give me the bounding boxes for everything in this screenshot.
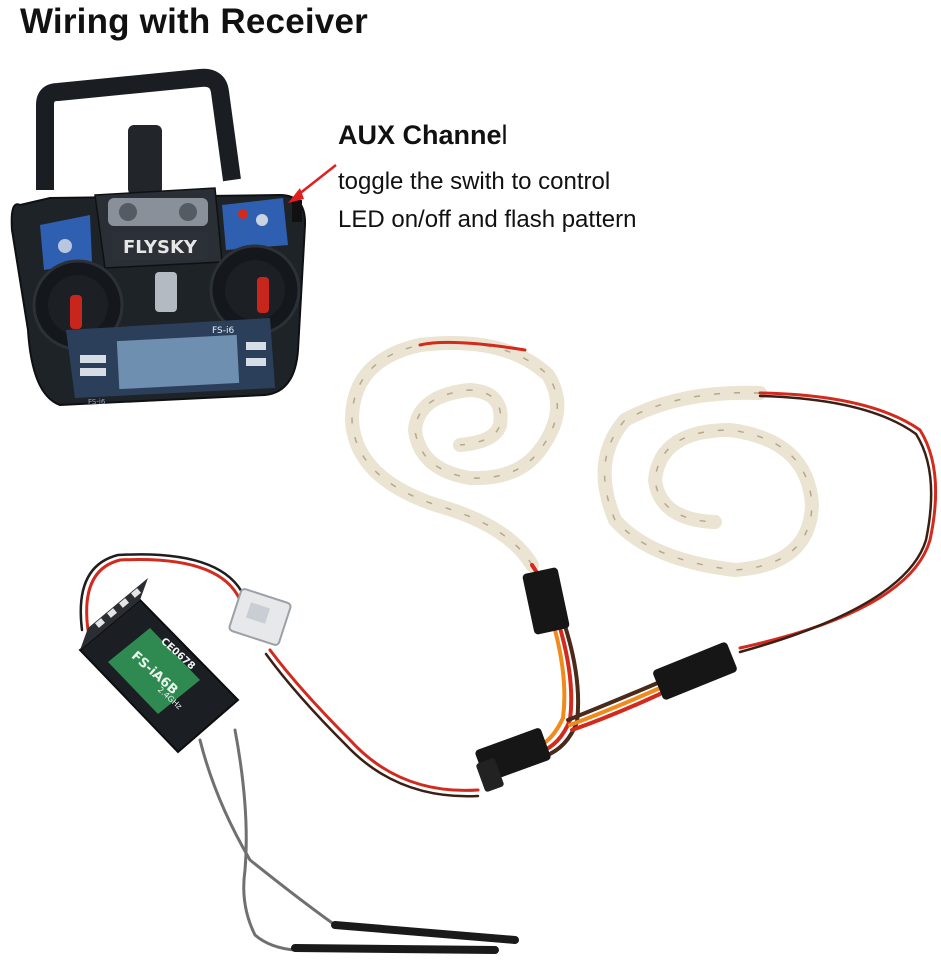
page-title: Wiring with Receiver	[20, 2, 368, 41]
servo-connectors	[475, 567, 737, 792]
aux-channel-heading: AUX Channel	[338, 120, 636, 151]
aux-heading-bold: AUX Channe	[338, 120, 502, 150]
transmitter: FLYSKY FS-i6 FS-i6	[10, 68, 307, 407]
transmitter-serial: FS-i6	[88, 398, 106, 406]
wires	[79, 340, 938, 954]
aux-desc-line-1: toggle the swith to control	[338, 168, 611, 195]
receiver: FS-iA6B 2.4GHz CE0678	[78, 578, 240, 754]
led-controller-board	[228, 588, 292, 646]
aux-heading-tail: l	[501, 120, 508, 150]
aux-desc-line-2: LED on/off and flash pattern	[338, 206, 637, 233]
led-strip-right	[597, 385, 820, 578]
transmitter-brand: FLYSKY	[123, 237, 198, 258]
led-strip-left	[344, 336, 565, 572]
transmitter-model: FS-i6	[212, 326, 234, 336]
aux-channel-annotation: AUX Channel toggle the swith to control …	[338, 120, 636, 239]
aux-arrow	[288, 164, 337, 203]
